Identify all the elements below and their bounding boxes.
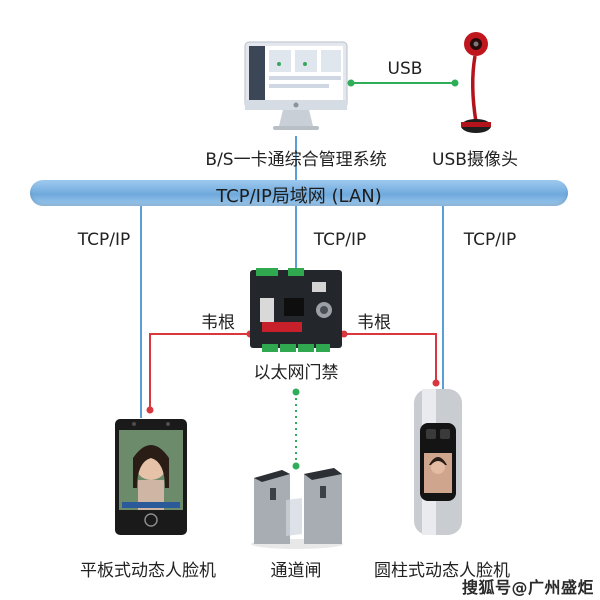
lan-bus-label: TCP/IP局域网 (LAN) [216,186,382,207]
wiegand-line-left [149,333,250,410]
wiegand-line-right [344,333,437,383]
tcpip-center-label: TCP/IP [313,230,367,250]
watermark: 搜狐号@广州盛炬 [461,578,594,597]
wiegand-dot-right-a [340,330,348,338]
usb-camera-label: USB摄像头 [432,150,518,170]
wiegand-right-label: 韦根 [357,313,391,333]
tablet-face-label: 平板式动态人脸机 [80,561,216,581]
usb-edge-label: USB [387,59,423,79]
wiegand-dot-right-b [432,379,440,387]
access-controller-label: 以太网门禁 [253,363,339,383]
wiegand-dot-left-b [146,406,154,414]
access-controller-board-icon [250,268,342,352]
management-system-label: B/S一卡通综合管理系统 [205,150,387,170]
pillar-face-label: 圆柱式动态人脸机 [374,561,510,581]
turnstile-gate-icon [251,468,343,549]
monitor-icon [244,41,348,130]
turnstile-label: 通道闸 [270,561,322,581]
turnstile-dot-top [292,388,300,396]
usb-dot-left [347,79,355,87]
tablet-face-terminal-icon [115,419,187,535]
tcpip-left-label: TCP/IP [77,230,131,250]
usb-camera-icon [461,32,491,133]
wiegand-left-label: 韦根 [201,313,235,333]
pillar-face-terminal-icon [414,389,462,535]
usb-dot-right [451,79,459,87]
tcpip-right-label: TCP/IP [463,230,517,250]
turnstile-dot-bottom [292,462,300,470]
lan-bus: TCP/IP局域网 (LAN) [30,180,568,207]
